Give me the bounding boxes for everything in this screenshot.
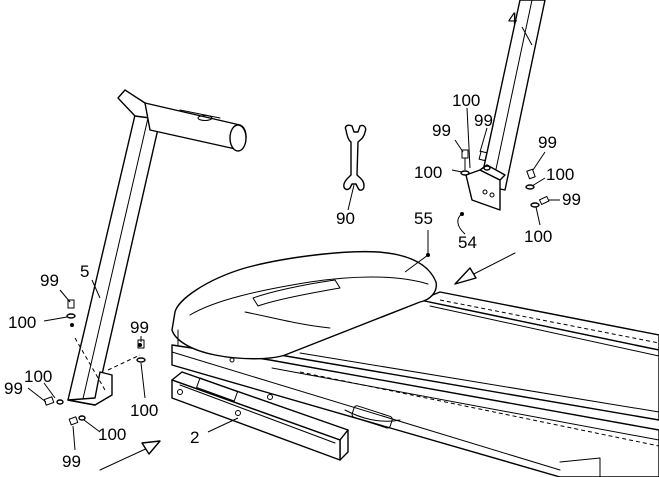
callout-100: 100 [452,91,480,110]
callout-99: 99 [40,271,59,290]
callout-100: 100 [24,367,52,386]
left-upright [67,89,247,406]
callout-2: 2 [190,428,199,447]
callout-4: 4 [508,9,517,28]
base-frame [171,371,349,461]
callout-99: 99 [4,379,23,398]
fasteners [43,149,550,426]
callout-labels: 4 5 2 90 55 54 100 99 99 100 99 100 99 1… [4,9,581,471]
callout-99: 99 [130,318,149,337]
callout-99: 99 [474,111,493,130]
treadmill-deck [171,250,659,477]
callout-100: 100 [8,313,36,332]
callout-54: 54 [458,233,477,252]
callout-100: 100 [98,425,126,444]
callout-99: 99 [562,190,581,209]
right-upright [465,0,546,211]
leader-lines [27,26,560,451]
callout-100: 100 [414,163,442,182]
callout-99: 99 [62,452,81,471]
callout-100: 100 [130,401,158,420]
direction-arrows [99,252,516,471]
callout-55: 55 [414,209,433,228]
callout-99: 99 [432,121,451,140]
callout-5: 5 [80,262,89,281]
callout-100: 100 [546,165,574,184]
wrench [343,124,367,191]
callout-99: 99 [538,133,557,152]
callout-100: 100 [524,227,552,246]
callout-90: 90 [336,209,355,228]
